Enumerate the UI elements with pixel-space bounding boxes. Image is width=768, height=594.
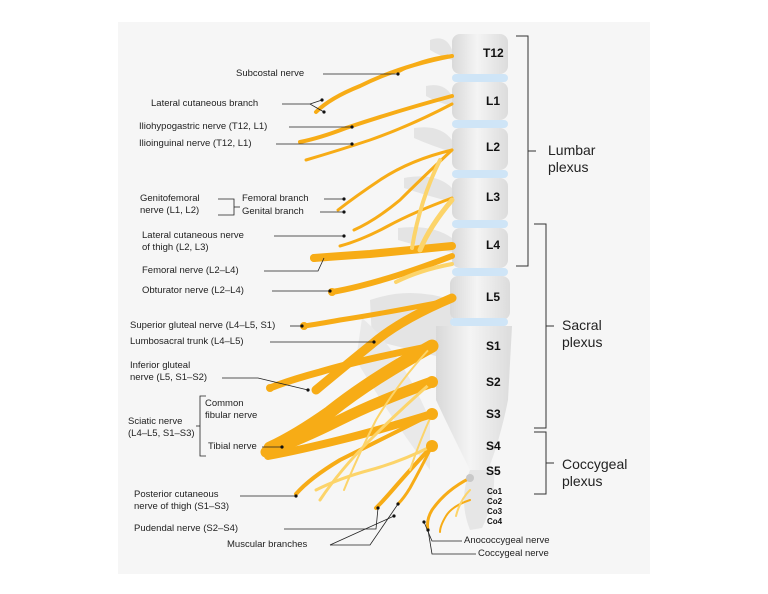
label-common-fibular-nerve: Common fibular nerve: [205, 398, 258, 421]
vertebra-label-co2: Co2: [487, 497, 503, 506]
label-ilioinguinal-nerve: Ilioinguinal nerve (T12, L1): [139, 138, 252, 149]
inferior-gluteal-nerve: [266, 342, 436, 392]
vertebra-label-co3: Co3: [487, 507, 503, 516]
label-femoral-nerve: Femoral nerve (L2–L4): [142, 265, 239, 276]
vertebra-label-l3: L3: [486, 190, 501, 204]
disc-l2-l3: [452, 170, 508, 178]
vertebra-label-s4: S4: [486, 439, 501, 453]
vertebra-l5-body: [450, 276, 510, 320]
lumbar-plexus-label: Lumbar plexus: [548, 142, 596, 175]
disc-l1-l2: [452, 120, 508, 128]
coccyx: [464, 470, 495, 530]
label-muscular-branches: Muscular branches: [227, 539, 308, 550]
label-subcostal-nerve: Subcostal nerve: [236, 68, 305, 79]
label-tibial-nerve: Tibial nerve: [208, 441, 257, 452]
label-lateral-cutaneous-nerve-of-thigh: Lateral cutaneous nerve of thigh (L2, L3…: [142, 230, 244, 253]
vertebra-t12-body: [452, 34, 508, 74]
vertebra-label-s2: S2: [486, 375, 501, 389]
coccygeal-plexus-label: Coccygeal plexus: [562, 456, 628, 489]
femoral-nerve: [310, 242, 456, 262]
lumbosacral-trunk: [311, 293, 457, 395]
label-sciatic-nerve: Sciatic nerve (L4–L5, S1–S3): [128, 416, 195, 439]
sacral-bracket: [534, 223, 554, 429]
sciatic-trunk-2: [260, 376, 438, 458]
label-lateral-cutaneous-branch: Lateral cutaneous branch: [151, 98, 259, 109]
muscular-branch: [396, 444, 434, 506]
pudendal-nerve: [374, 444, 434, 510]
leader-lines: [196, 73, 476, 555]
plexus-brackets: [516, 35, 554, 495]
vertebra-label-l5: L5: [486, 290, 501, 304]
nerve-roots: [266, 254, 474, 482]
label-anococcygeal-nerve: Anococcygeal nerve: [464, 535, 550, 546]
vertebra-label-t12: T12: [483, 46, 504, 60]
label-pudendal-nerve: Pudendal nerve (S2–S4): [134, 523, 239, 534]
vertebra-label-l2: L2: [486, 140, 501, 154]
coccygeal-bracket: [534, 431, 554, 495]
label-genital-branch: Genital branch: [242, 206, 304, 217]
posterior-cutaneous-nerve: [294, 412, 434, 496]
label-iliohypogastric-nerve: Iliohypogastric nerve (T12, L1): [139, 121, 268, 132]
vertebra-label-s5: S5: [486, 464, 501, 478]
label-superior-gluteal-nerve: Superior gluteal nerve (L4–L5, S1): [130, 320, 276, 331]
vertebra-label-l4: L4: [486, 238, 501, 252]
vertebra-label-co4: Co4: [487, 517, 503, 526]
vertebral-column: [436, 34, 512, 530]
disc-l4-l5: [452, 268, 508, 276]
label-femoral-branch: Femoral branch: [242, 193, 309, 204]
vertebra-l4-body: [452, 228, 508, 268]
disc-t12-l1: [452, 74, 508, 82]
sacrum: [436, 326, 512, 470]
vertebra-l3-body: [452, 178, 508, 220]
vertebra-label-co1: Co1: [487, 487, 503, 496]
label-inferior-gluteal-nerve: Inferior gluteal nerve (L5, S1–S2): [130, 360, 208, 383]
vertebra-label-s1: S1: [486, 339, 501, 353]
obturator-nerve: [329, 253, 455, 295]
label-coccygeal-nerve: Coccygeal nerve: [478, 548, 549, 559]
disc-l3-l4: [452, 220, 508, 228]
vertebra-label-s3: S3: [486, 407, 501, 421]
lumbar-bracket: [516, 35, 536, 267]
label-genitofemoral-nerve: Genitofemoral nerve (L1, L2): [140, 193, 200, 216]
anococcygeal-nerve: [426, 476, 472, 532]
superior-gluteal-nerve: [301, 297, 455, 329]
lat-cut-thigh-nerve: [338, 196, 454, 248]
nerves: [260, 54, 472, 533]
sciatic-trunk-3: [264, 410, 436, 460]
label-posterior-cutaneous-nerve: Posterior cutaneous nerve of thigh (S1–S…: [134, 489, 230, 512]
vertebra-label-l1: L1: [486, 94, 501, 108]
leader-dots: [280, 72, 430, 532]
label-lumbosacral-trunk: Lumbosacral trunk (L4–L5): [130, 336, 244, 347]
vertebra-l2-body: [452, 128, 508, 170]
ilioinguinal-nerve: [304, 102, 454, 162]
label-obturator-nerve: Obturator nerve (L2–L4): [142, 285, 244, 296]
sacral-plexus-label: Sacral plexus: [562, 317, 603, 350]
vertebra-l1-body: [452, 82, 508, 120]
disc-l5-s1: [450, 318, 508, 326]
